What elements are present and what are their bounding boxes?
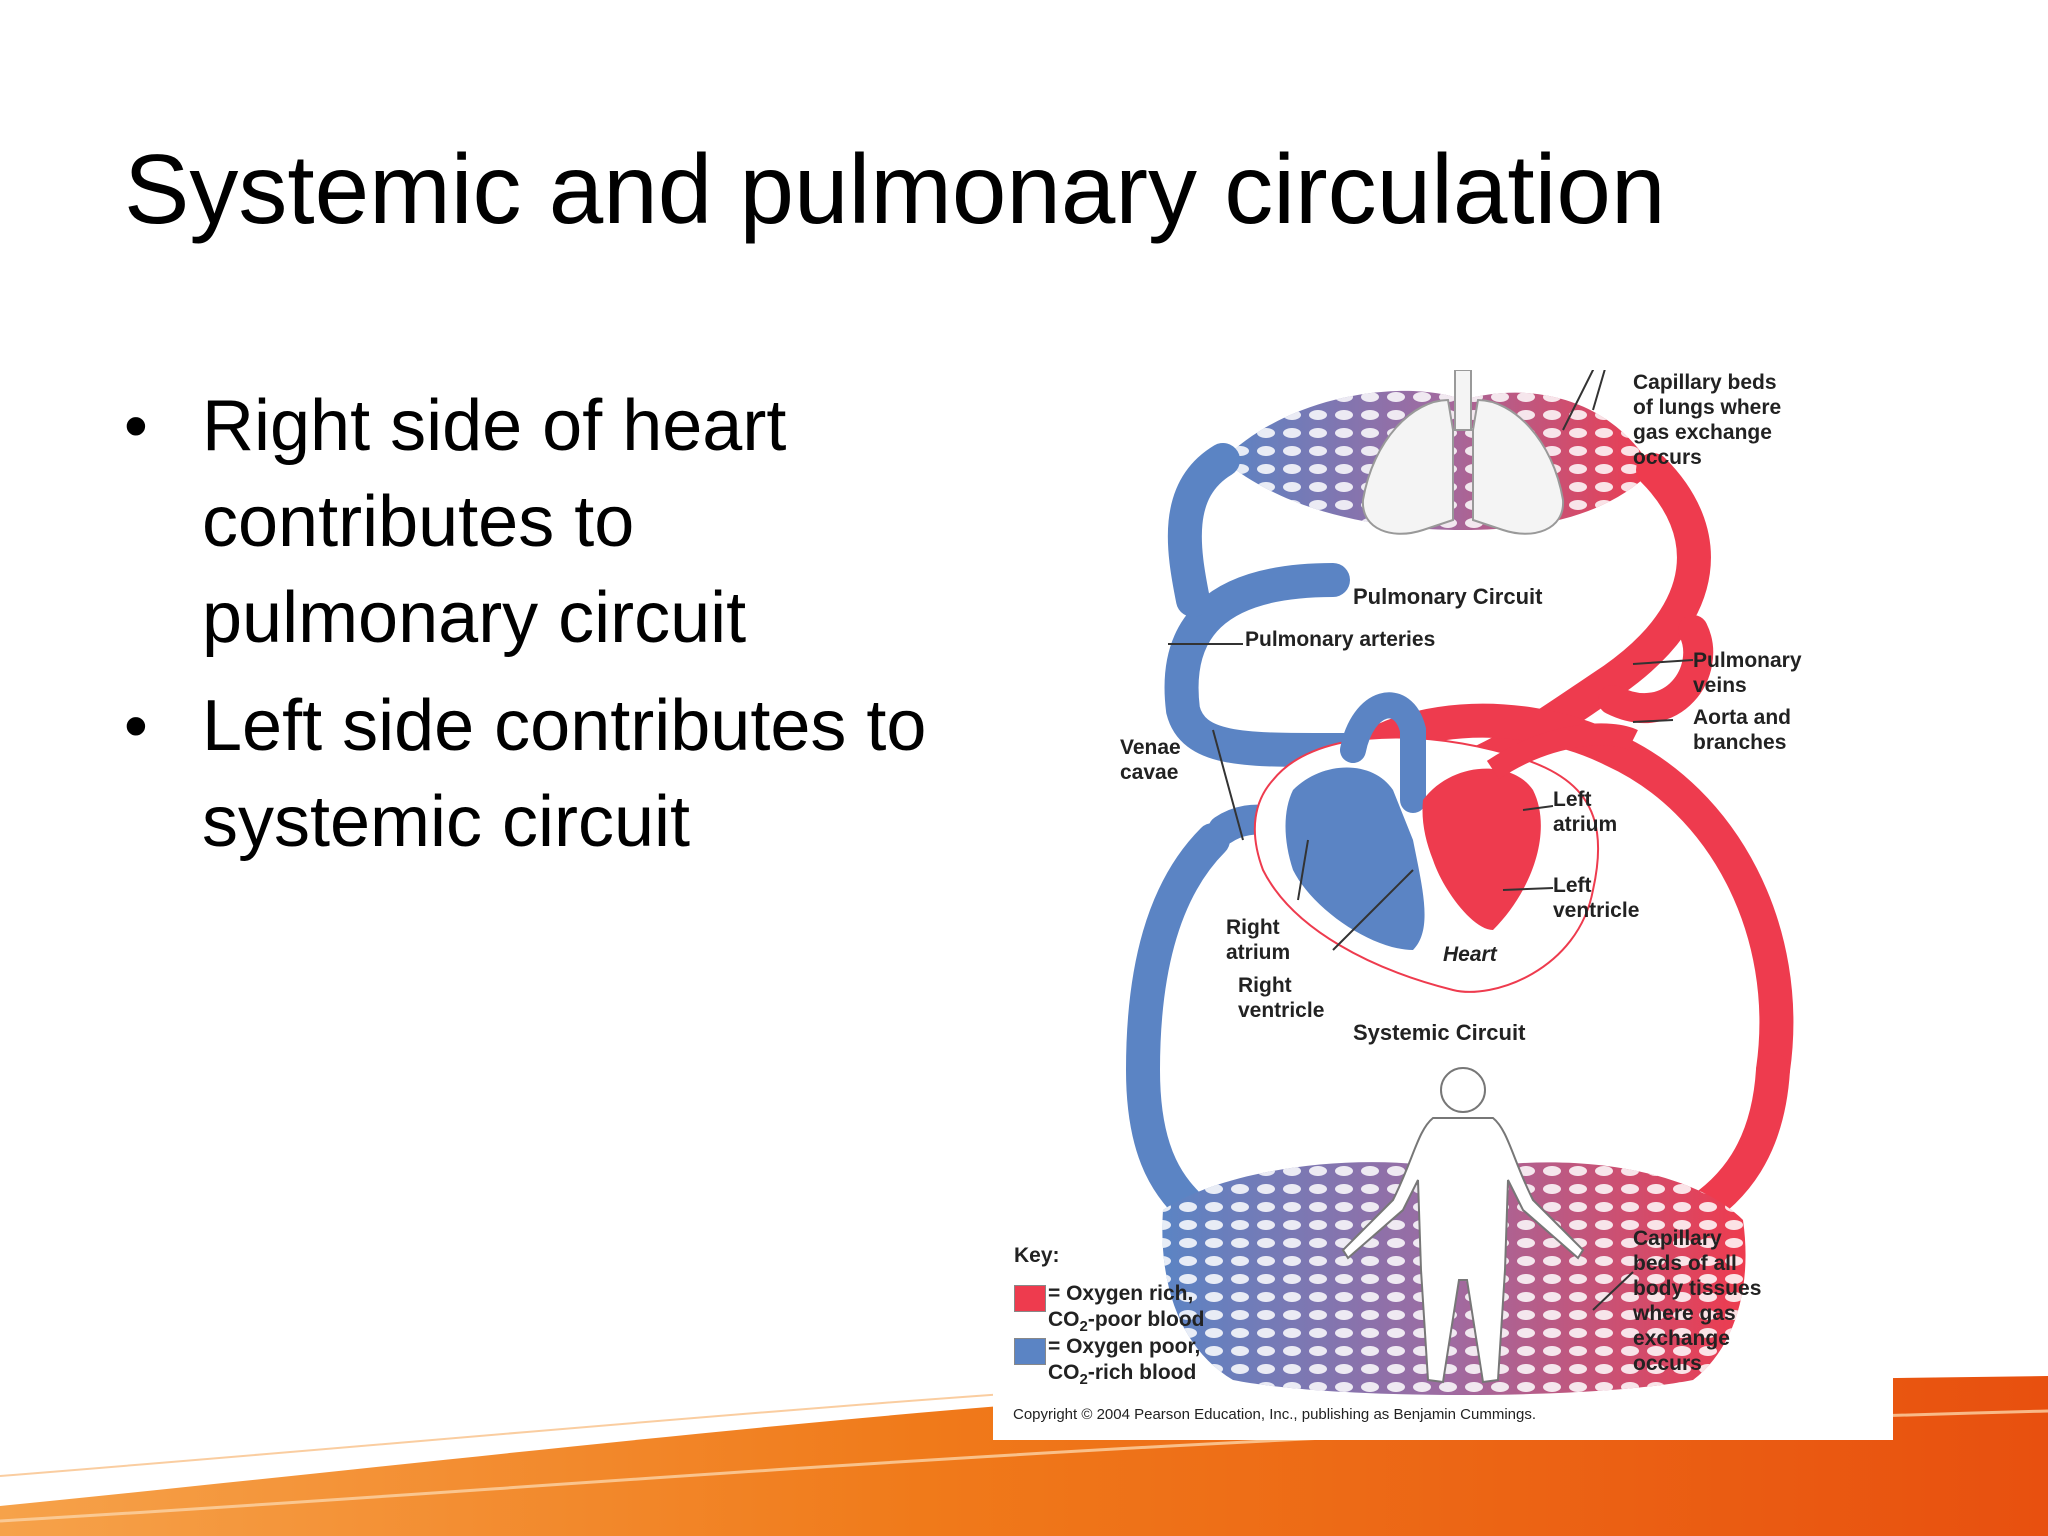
label-right-atrium: Right atrium: [1226, 916, 1291, 964]
label-right-ventricle: Right ventricle: [1238, 974, 1325, 1022]
circulation-figure: Capillary beds of lungs where gas exchan…: [993, 370, 1893, 1440]
label-systemic-circuit: Systemic Circuit: [1353, 1020, 1526, 1045]
pulmonary-vein-vessel: [1446, 453, 1711, 787]
oxygen-poor-swatch: [1014, 1338, 1046, 1365]
copyright-text: Copyright © 2004 Pearson Education, Inc.…: [1013, 1406, 1537, 1423]
label-capillary-body: Capillary beds of all body tissues where…: [1633, 1227, 1762, 1375]
bullet-list: Right side of heart contributes to pulmo…: [124, 378, 984, 882]
label-pulmonary-circuit: Pulmonary Circuit: [1353, 584, 1543, 609]
label-aorta: Aorta and branches: [1693, 706, 1792, 754]
label-pulmonary-veins: Pulmonary veins: [1693, 649, 1802, 697]
key-title: Key:: [1014, 1244, 1060, 1267]
bullet-item: Left side contributes to systemic circui…: [124, 678, 984, 870]
oxygen-rich-text: = Oxygen rich, CO2-poor blood: [1048, 1282, 1205, 1336]
label-pulmonary-arteries: Pulmonary arteries: [1245, 628, 1436, 651]
label-capillary-lungs: Capillary beds of lungs where gas exchan…: [1633, 371, 1782, 469]
label-heart: Heart: [1443, 943, 1497, 966]
right-heart: [1285, 767, 1425, 950]
circulation-diagram: [1125, 370, 1794, 1395]
lungs: [1361, 370, 1565, 535]
label-venae-cavae: Venae cavae: [1120, 736, 1181, 784]
label-left-atrium: Left atrium: [1553, 788, 1618, 836]
bullet-item: Right side of heart contributes to pulmo…: [124, 378, 984, 666]
oxygen-rich-swatch: [1014, 1285, 1046, 1312]
pulmonary-artery-vessel: [1164, 563, 1420, 767]
oxygen-poor-text: = Oxygen poor, CO2-rich blood: [1048, 1335, 1201, 1389]
human-figure: [1341, 1067, 1585, 1384]
venae-cavae-vessel: [1125, 823, 1230, 1227]
label-left-ventricle: Left ventricle: [1553, 874, 1640, 922]
slide-title: Systemic and pulmonary circulation: [124, 134, 1666, 244]
